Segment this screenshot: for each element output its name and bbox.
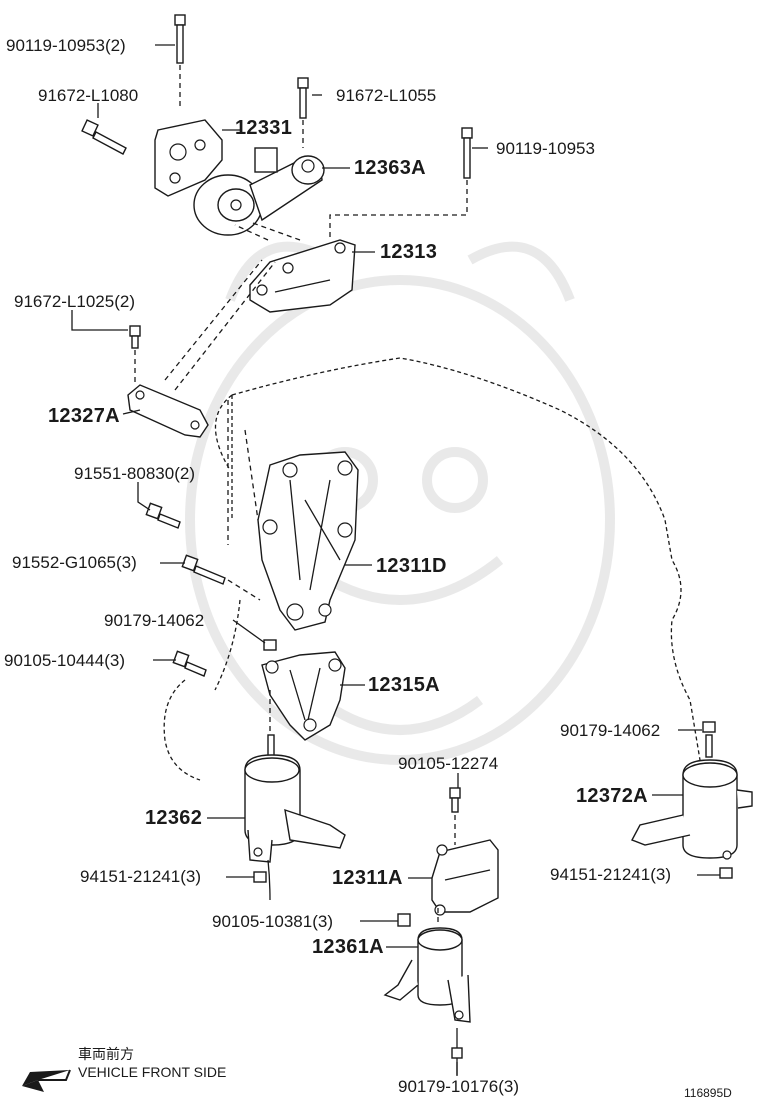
engine-outline: [214, 357, 701, 801]
nut-90179-14062-icon: [263, 639, 277, 651]
bolt-91551-80830-2-icon: [145, 502, 181, 529]
bolt-90119-10953-2-icon: [174, 14, 186, 64]
mount-12362-icon: [244, 734, 346, 863]
label-12327A: 12327A: [48, 405, 120, 427]
label-12362: 12362: [145, 807, 203, 829]
bolt-90105-10381-3-icon: [397, 913, 411, 927]
bracket-12311D-icon: [257, 451, 359, 631]
label-94151-21241-3-right: 94151-21241(3): [550, 865, 671, 884]
leader-lines: [71, 44, 720, 1076]
bolt-91672-L1055-icon: [297, 77, 309, 119]
mount-12363A-icon: [193, 147, 325, 236]
label-90119-10953: 90119-10953: [496, 139, 595, 158]
bolt-91672-L1080-icon: [81, 119, 127, 155]
bolt-90179-10176-3-icon: [451, 1047, 463, 1059]
bolt-90119-10953-icon: [461, 127, 473, 179]
label-12372A: 12372A: [576, 785, 648, 807]
label-12311D: 12311D: [376, 555, 447, 577]
label-12331: 12331: [235, 117, 293, 139]
nut-94151-21241-3-left-icon: [253, 871, 267, 883]
bracket-12315A-icon: [261, 651, 346, 741]
vehicle-front-label-jp: 車両前方: [78, 1047, 134, 1063]
label-90105-12274: 90105-12274: [398, 754, 499, 773]
bolt-90105-12274-icon: [449, 787, 461, 813]
nut-90179-14062-right-icon: [702, 721, 716, 758]
label-94151-21241-3-left: 94151-21241(3): [80, 867, 201, 886]
label-90179-14062-upper: 90179-14062: [104, 611, 205, 630]
label-90179-14062-right: 90179-14062: [560, 721, 661, 740]
vehicle-front-arrow-icon: [22, 1069, 71, 1092]
label-12311A: 12311A: [332, 867, 403, 889]
bracket-12313-icon: [249, 239, 356, 313]
bolt-91552-G1065-3-icon: [181, 554, 226, 585]
bolt-91672-L1025-2-icon: [129, 325, 141, 349]
vehicle-front-label: VEHICLE FRONT SIDE: [78, 1064, 227, 1080]
mount-12361A-icon: [383, 927, 471, 1023]
bracket-12331-icon: [154, 119, 223, 197]
nut-94151-21241-3-right-icon: [719, 867, 733, 879]
label-91552-G1065-3: 91552-G1065(3): [12, 553, 137, 572]
plate-12327A-icon: [127, 384, 209, 438]
label-12315A: 12315A: [368, 674, 440, 696]
label-90119-10953-2: 90119-10953(2): [6, 36, 126, 55]
label-12363A: 12363A: [354, 157, 426, 179]
label-90105-10444-3: 90105-10444(3): [4, 651, 125, 670]
label-91672-L1080: 91672-L1080: [38, 86, 139, 105]
label-12313: 12313: [380, 241, 438, 263]
label-90105-10381-3: 90105-10381(3): [212, 912, 333, 931]
bracket-12311A-icon: [431, 839, 499, 916]
label-91672-L1055: 91672-L1055: [336, 86, 437, 105]
bolt-90105-10444-3-icon: [172, 650, 207, 677]
label-91672-L1025-2: 91672-L1025(2): [14, 292, 135, 311]
engine-lower-outline: [163, 599, 241, 781]
label-90179-10176-3: 90179-10176(3): [398, 1077, 519, 1096]
diagram-id: 116895D: [684, 1086, 732, 1100]
label-91551-80830-2: 91551-80830(2): [74, 464, 195, 483]
mount-12372A-icon: [631, 759, 753, 860]
label-12361A: 12361A: [312, 936, 384, 958]
